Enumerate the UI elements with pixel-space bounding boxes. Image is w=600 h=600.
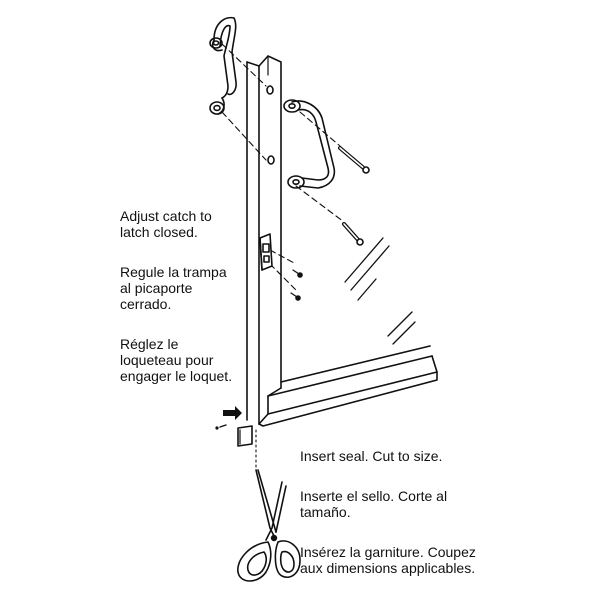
seal-instruction-french: Insérez la garniture. Coupez aux dimensi…: [300, 544, 476, 576]
handle-screw-bottom: [342, 222, 364, 246]
outside-handle: [283, 99, 336, 189]
bottom-rail: [258, 345, 438, 427]
catch-instruction-spanish: Regule la trampa al picaporte cerrado.: [120, 264, 227, 312]
catch-screws: [290, 269, 303, 301]
catch-instruction-french: Réglez le loqueteau pour engager le loqu…: [120, 336, 233, 384]
catch-instructions: Adjust catch to latch closed. Regule la …: [120, 192, 270, 408]
door-seal: [237, 425, 253, 447]
alignment-lines: [221, 43, 345, 471]
mounting-holes: [266, 85, 275, 165]
handle-screw-top: [338, 146, 370, 174]
seal-instruction-english: Insert seal. Cut to size.: [300, 448, 443, 464]
seal-instruction-spanish: Inserte el sello. Corte al tamaño.: [300, 488, 448, 520]
seal-instructions: Insert seal. Cut to size. Inserte el sel…: [300, 432, 540, 600]
catch-instruction-english: Adjust catch to latch closed.: [120, 208, 212, 240]
seal-arrow: [215, 406, 242, 430]
scissors-icon: [237, 469, 301, 582]
inside-handle: [209, 16, 237, 115]
glass-reflection: [344, 237, 416, 345]
latch-catch: [259, 233, 273, 271]
